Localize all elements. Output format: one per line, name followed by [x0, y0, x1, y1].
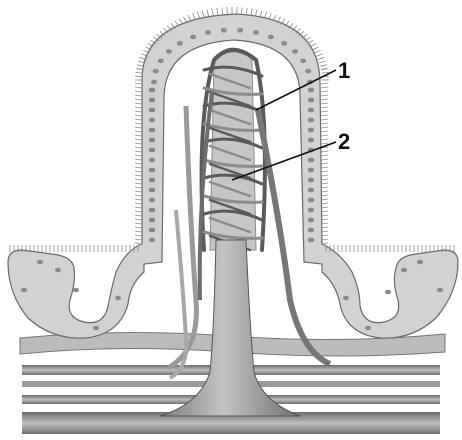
label-2-text: 2: [338, 129, 350, 154]
label-1-text: 1: [338, 58, 350, 83]
